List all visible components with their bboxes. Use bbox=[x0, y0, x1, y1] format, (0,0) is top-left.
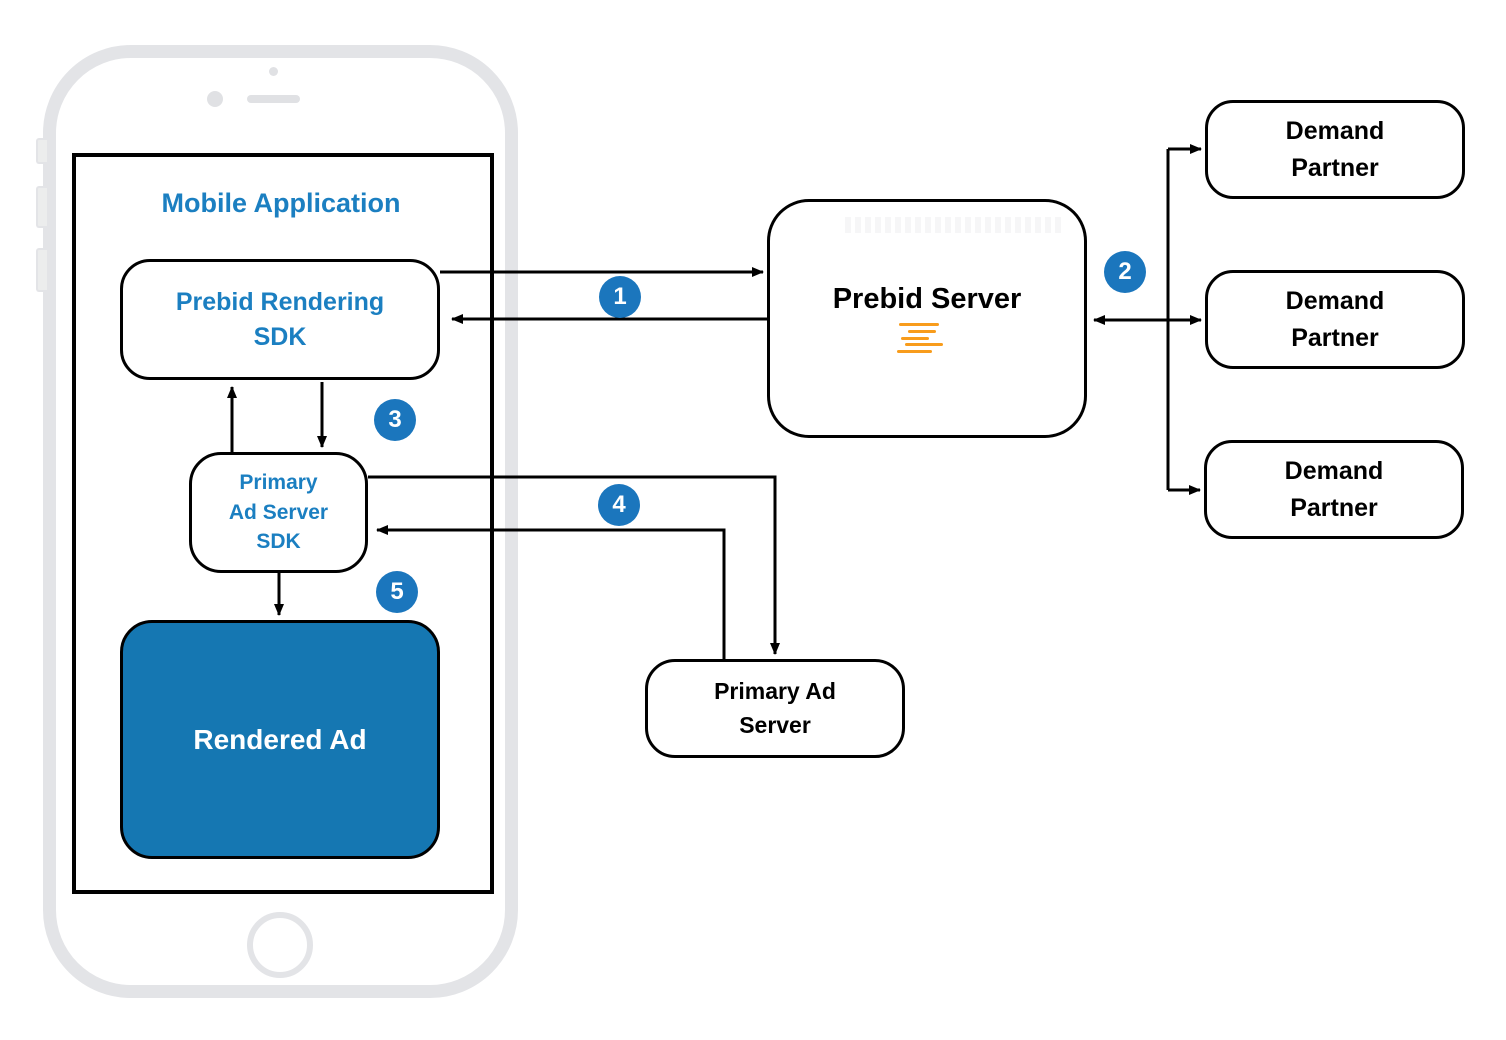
node-primary-ad-server-label: Primary Ad Server bbox=[714, 678, 836, 738]
phone-front-camera-icon bbox=[207, 91, 223, 107]
mobile-application-title: Mobile Application bbox=[161, 188, 401, 218]
phone-home-button bbox=[247, 912, 313, 978]
step-badge-3: 3 bbox=[374, 399, 416, 441]
node-primary-ad-server: Primary Ad Server bbox=[645, 659, 905, 758]
step-badge-5: 5 bbox=[376, 571, 418, 613]
node-demand-partner-2-label: Demand Partner bbox=[1285, 287, 1385, 352]
step-badge-1: 1 bbox=[599, 276, 641, 318]
node-prebid-rendering-sdk: Prebid Rendering SDK bbox=[120, 259, 440, 380]
step-badge-2: 2 bbox=[1104, 251, 1146, 293]
node-primary-ad-server-sdk: Primary Ad Server SDK bbox=[189, 452, 368, 573]
node-prebid-server-label: Prebid Server bbox=[832, 283, 1022, 315]
phone-camera-dot-icon bbox=[269, 67, 278, 76]
phone-volume-up-button bbox=[36, 186, 47, 228]
phone-mute-switch bbox=[36, 138, 47, 164]
node-demand-partner-2: Demand Partner bbox=[1205, 270, 1465, 369]
node-demand-partner-3-label: Demand Partner bbox=[1284, 457, 1384, 522]
phone-speaker-slot bbox=[247, 95, 300, 103]
phone-volume-down-button bbox=[36, 248, 47, 292]
step-badge-4: 4 bbox=[598, 484, 640, 526]
node-demand-partner-1: Demand Partner bbox=[1205, 100, 1465, 199]
node-primary-ad-server-sdk-label: Primary Ad Server SDK bbox=[228, 471, 329, 554]
node-prebid-rendering-sdk-label: Prebid Rendering SDK bbox=[175, 287, 385, 351]
node-rendered-ad-label: Rendered Ad bbox=[193, 723, 367, 755]
node-demand-partner-3: Demand Partner bbox=[1204, 440, 1464, 539]
node-prebid-server: Prebid Server bbox=[767, 199, 1087, 438]
node-demand-partner-1-label: Demand Partner bbox=[1285, 117, 1385, 182]
node-rendered-ad: Rendered Ad bbox=[120, 620, 440, 859]
prebid-logo-icon bbox=[897, 322, 957, 354]
